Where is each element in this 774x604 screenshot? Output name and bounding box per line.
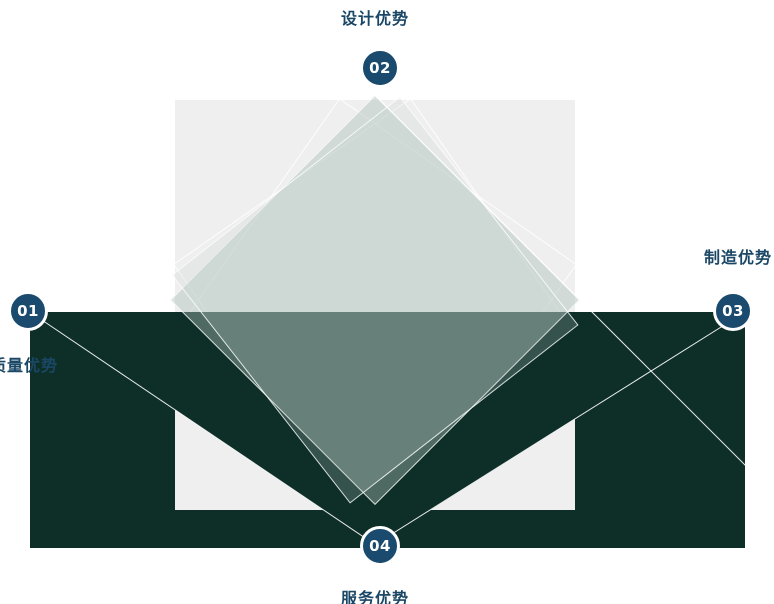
- label-design-advantage: 设计优势: [341, 9, 410, 28]
- badge-03: 03: [713, 291, 753, 331]
- label-service-advantage: 服务优势: [341, 589, 410, 604]
- label-manufacturing-advantage: 制造优势: [704, 248, 773, 267]
- badge-02: 02: [360, 48, 400, 88]
- badge-01: 01: [8, 291, 48, 331]
- label-quality-advantage: 质量优势: [0, 356, 59, 375]
- badge-04: 04: [360, 526, 400, 566]
